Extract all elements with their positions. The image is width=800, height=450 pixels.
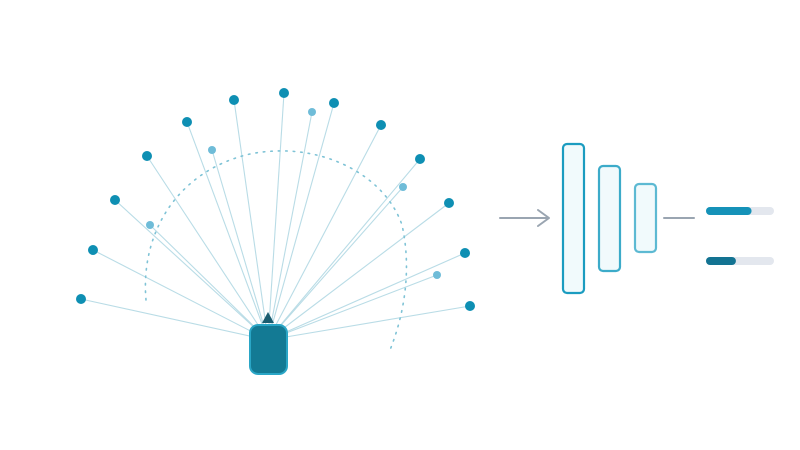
ray-line xyxy=(186,121,269,341)
emitter-node xyxy=(444,198,454,208)
dotted-arc xyxy=(144,150,408,351)
ray-line xyxy=(267,252,466,341)
emitter-node xyxy=(229,95,239,105)
mid-node xyxy=(146,221,154,229)
encoder-layer-1 xyxy=(561,142,586,295)
emitter-node xyxy=(460,248,470,258)
camera-sensor-icon xyxy=(249,312,288,375)
emitter-node xyxy=(415,154,425,164)
mid-node xyxy=(308,108,316,116)
emitter-node xyxy=(142,151,152,161)
emitter-node xyxy=(88,245,98,255)
ray-line xyxy=(211,149,269,341)
mid-node xyxy=(433,271,441,279)
output-bar-2-fill xyxy=(706,257,736,265)
output-bar-1-fill xyxy=(706,207,752,215)
ray-lines xyxy=(80,92,471,341)
ray-line xyxy=(267,111,313,341)
ray-line xyxy=(80,298,269,341)
ray-line xyxy=(267,202,450,341)
emitter-node xyxy=(182,117,192,127)
mid-node xyxy=(208,146,216,154)
dotted-arc-path xyxy=(144,150,408,351)
emitter-node xyxy=(76,294,86,304)
emitter-node xyxy=(110,195,120,205)
ray-line xyxy=(267,124,382,341)
mid-node xyxy=(399,183,407,191)
ray-line xyxy=(149,224,269,341)
sensor-body xyxy=(249,324,288,375)
ray-line xyxy=(233,99,269,341)
ray-line xyxy=(267,274,438,341)
ray-line xyxy=(267,158,421,341)
emitter-node xyxy=(376,120,386,130)
encoder-layers xyxy=(561,142,695,295)
ray-line xyxy=(267,305,471,341)
ray-line xyxy=(267,102,335,341)
encoder-layer-2 xyxy=(597,164,622,273)
ray-line xyxy=(267,186,404,341)
encoder-layer-3 xyxy=(633,182,658,254)
flow-arrow xyxy=(499,209,550,227)
emitter-node xyxy=(279,88,289,98)
sensor-tip xyxy=(262,312,274,323)
ray-line xyxy=(114,199,269,341)
ray-line xyxy=(92,249,269,341)
emitter-node xyxy=(329,98,339,108)
output-bars xyxy=(706,207,774,265)
emitter-node xyxy=(465,301,475,311)
emitter-nodes xyxy=(76,88,475,311)
ray-line xyxy=(146,155,269,341)
ray-line xyxy=(267,92,285,341)
arrow-head xyxy=(537,209,550,227)
